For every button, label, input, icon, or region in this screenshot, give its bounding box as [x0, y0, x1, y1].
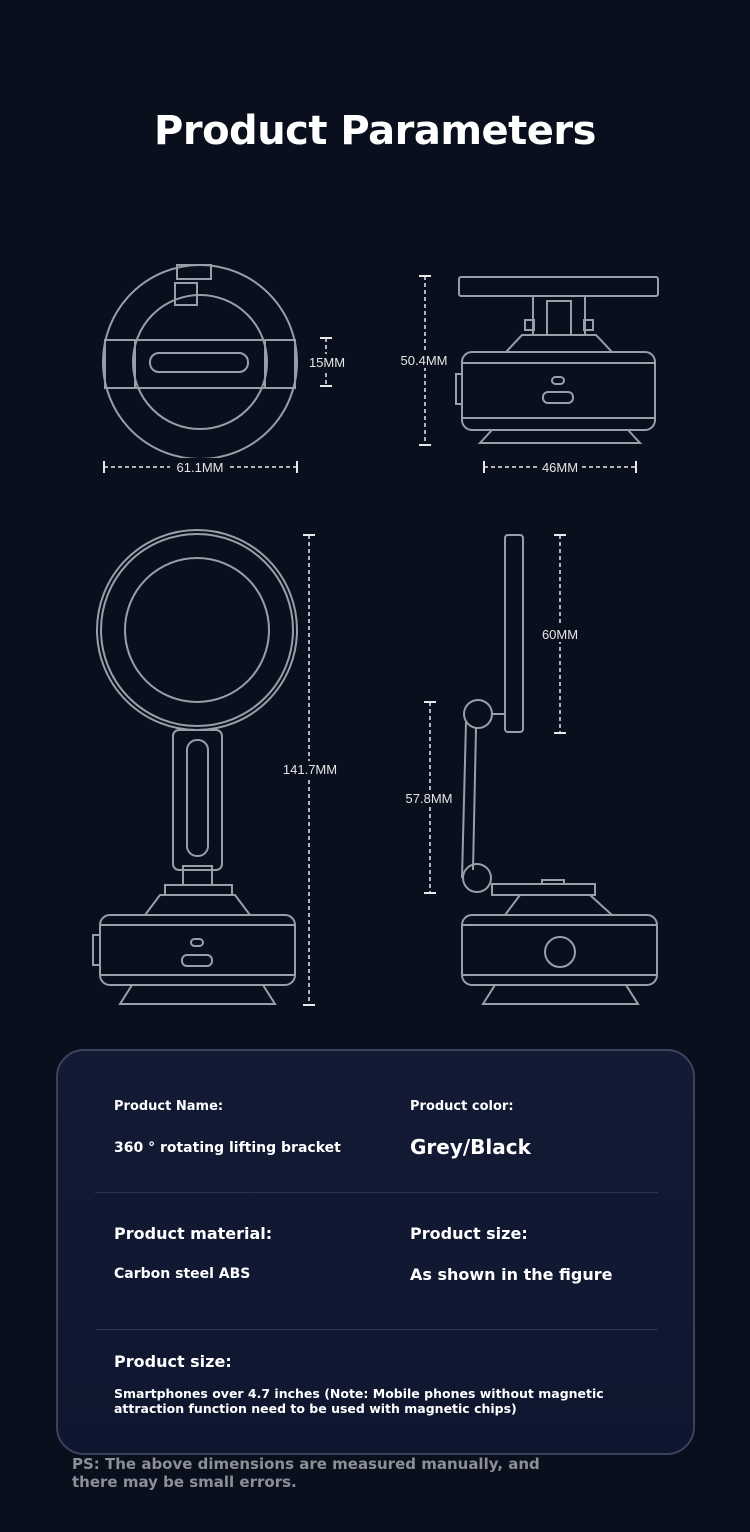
divider	[95, 1329, 658, 1330]
spec-value-compat: Smartphones over 4.7 inches (Note: Mobil…	[114, 1386, 604, 1416]
compat-line-1: Smartphones over 4.7 inches (Note: Mobil…	[114, 1386, 604, 1401]
note-line-1: PS: The above dimensions are measured ma…	[72, 1455, 540, 1473]
dim-total-height: 141.7MM	[280, 534, 340, 1006]
front-view-drawing	[92, 529, 298, 1005]
dim-label-slot: 15MM	[309, 355, 345, 370]
note-line-2: there may be small errors.	[72, 1473, 297, 1491]
spec-value-name: 360 ° rotating lifting bracket	[114, 1140, 341, 1156]
spec-value-color: Grey/Black	[410, 1135, 531, 1159]
dim-label-plate: 60MM	[542, 627, 578, 642]
spec-label-color: Product color:	[410, 1099, 514, 1114]
spec-label-size: Product size:	[410, 1224, 528, 1243]
side-view-drawing	[455, 276, 659, 444]
dim-plate-height: 60MM	[539, 534, 581, 734]
page-title: Product Parameters	[154, 108, 596, 154]
dim-label-arm: 57.8MM	[406, 791, 453, 806]
dim-top-width: 61.1MM	[103, 458, 298, 475]
spec-label-name: Product Name:	[114, 1099, 224, 1114]
spec-value-material: Carbon steel ABS	[114, 1266, 251, 1282]
divider	[95, 1192, 658, 1193]
dim-label-total: 141.7MM	[283, 762, 337, 777]
dim-label-side-height: 50.4MM	[401, 353, 448, 368]
spec-label-compat: Product size:	[114, 1352, 232, 1371]
dim-top-slot: 15MM	[306, 337, 346, 387]
dim-label-width: 61.1MM	[177, 460, 224, 475]
spec-value-size: As shown in the figure	[410, 1265, 613, 1284]
dim-side-base: 46MM	[483, 458, 637, 475]
spec-card: Product Name: Product color: 360 ° rotat…	[56, 1049, 695, 1455]
dim-label-base: 46MM	[542, 460, 578, 475]
product-drawings: 15MM 61.1MM 50.4MM 46MM	[92, 264, 659, 1006]
top-view-drawing	[102, 264, 298, 460]
measurement-note: PS: The above dimensions are measured ma…	[72, 1455, 540, 1491]
profile-view-drawing	[461, 534, 658, 1005]
spec-label-material: Product material:	[114, 1224, 273, 1243]
dim-side-height: 50.4MM	[398, 275, 452, 446]
compat-line-2: attraction function need to be used with…	[114, 1401, 517, 1416]
dim-arm-height: 57.8MM	[402, 701, 458, 894]
